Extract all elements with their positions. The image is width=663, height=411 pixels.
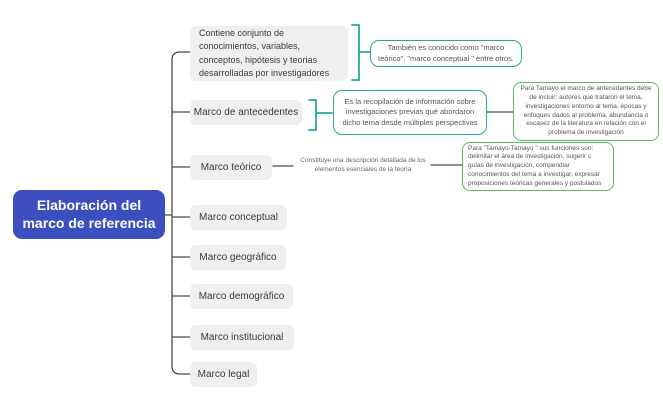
node-marco-conceptual[interactable]: Marco conceptual bbox=[190, 205, 287, 230]
note-recopilacion-informacion[interactable]: Es la recopilación de información sobre … bbox=[333, 90, 487, 135]
node-marco-de-antecedentes[interactable]: Marco de antecedentes bbox=[190, 100, 302, 125]
note-constituye-descripcion: Constituye una descripción detallada de … bbox=[300, 157, 426, 174]
note-tamayo-tamayo-funciones[interactable]: Para "Tamayo-Tamayo " sus funciones son:… bbox=[462, 142, 614, 191]
trunk-line bbox=[171, 51, 191, 375]
node-marco-institucional[interactable]: Marco institucional bbox=[190, 325, 294, 350]
node-marco-teorico[interactable]: Marco teórico bbox=[190, 155, 272, 180]
teal-bracket-1-icon bbox=[351, 24, 360, 81]
node-marco-legal[interactable]: Marco legal bbox=[190, 362, 257, 387]
teal-bracket-2-icon bbox=[308, 99, 317, 131]
node-marco-geografico[interactable]: Marco geográfico bbox=[190, 245, 286, 270]
node-marco-demografico[interactable]: Marco demográfico bbox=[190, 284, 293, 309]
node-contiene-conjunto[interactable]: Contiene conjunto de conocimientos, vari… bbox=[190, 26, 348, 81]
root-node-elaboracion-marco-referencia[interactable]: Elaboración del marco de referencia bbox=[13, 190, 165, 239]
note-tambien-es-conocido[interactable]: También es conocido como "marco teórico"… bbox=[370, 40, 522, 67]
note-para-tamayo-antecedentes[interactable]: Para Tamayo el marco de antecedentes deb… bbox=[513, 82, 659, 141]
